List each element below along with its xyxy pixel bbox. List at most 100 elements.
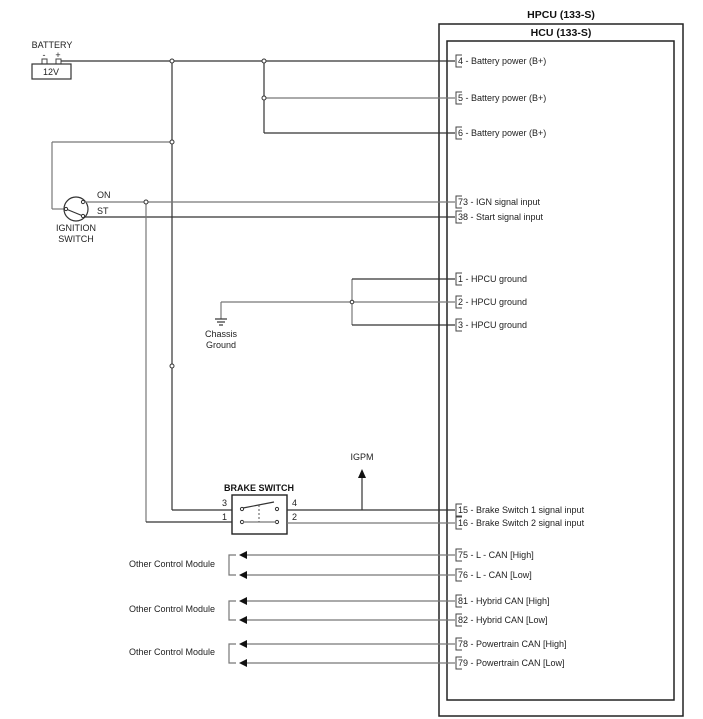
pin-row: 79 - Powertrain CAN [Low] <box>455 656 565 670</box>
pin-connector-icon <box>455 272 462 286</box>
pin-list: 4 - Battery power (B+)5 - Battery power … <box>455 54 585 670</box>
pin-row: 1 - HPCU ground <box>455 272 527 286</box>
pin-connector-icon <box>455 568 462 582</box>
pin-label: 75 - L - CAN [High] <box>458 550 534 560</box>
pin-connector-icon <box>455 637 462 651</box>
pin-label: 15 - Brake Switch 1 signal input <box>458 505 585 515</box>
pin-label: 16 - Brake Switch 2 signal input <box>458 518 585 528</box>
brake-pin3-label: 3 <box>222 498 227 508</box>
pin-label: 3 - HPCU ground <box>458 320 527 330</box>
pin-description: - Start signal input <box>468 212 544 222</box>
pin-connector-icon <box>455 210 462 224</box>
pin-connector-icon <box>455 503 462 517</box>
other-control-module-label: Other Control Module <box>129 604 215 614</box>
pin-number: 81 <box>458 596 468 606</box>
hcu-module-box <box>446 40 675 701</box>
ignition-switch-label-1: IGNITION <box>56 223 96 233</box>
ign-on-label: ON <box>97 190 111 200</box>
chassis-ground-label-1: Chassis <box>205 329 238 339</box>
pin-connector-icon <box>455 295 462 309</box>
battery-voltage: 12V <box>43 67 59 77</box>
pin-row: 38 - Start signal input <box>455 210 544 224</box>
pin-description: - HPCU ground <box>463 274 527 284</box>
pin-label: 6 - Battery power (B+) <box>458 128 546 138</box>
pin-row: 76 - L - CAN [Low] <box>455 568 532 582</box>
pin-number: 16 <box>458 518 468 528</box>
pin-label: 1 - HPCU ground <box>458 274 527 284</box>
pin-description: - Hybrid CAN [Low] <box>468 615 548 625</box>
pin-number: 76 <box>458 570 468 580</box>
brake-switch-title: BRAKE SWITCH <box>224 483 294 493</box>
ignition-switch-label-2: SWITCH <box>58 234 94 244</box>
junction-dot <box>143 199 149 205</box>
pin-row: 4 - Battery power (B+) <box>455 54 546 68</box>
pin-row: 3 - HPCU ground <box>455 318 527 332</box>
pin-description: - HPCU ground <box>463 297 527 307</box>
pin-label: 73 - IGN signal input <box>458 197 541 207</box>
ignition-switch-symbol <box>63 196 89 222</box>
brake-switch-box <box>231 494 288 535</box>
pin-number: 75 <box>458 550 468 560</box>
pin-label: 2 - HPCU ground <box>458 297 527 307</box>
pin-row: 16 - Brake Switch 2 signal input <box>455 516 585 530</box>
pin-connector-icon <box>455 91 462 105</box>
hcu-title: HCU (133-S) <box>531 27 592 39</box>
hpcu-title: HPCU (133-S) <box>527 9 595 21</box>
pin-label: 38 - Start signal input <box>458 212 544 222</box>
pin-row: 2 - HPCU ground <box>455 295 527 309</box>
battery-label: BATTERY <box>32 40 73 50</box>
pin-label: 82 - Hybrid CAN [Low] <box>458 615 548 625</box>
pin-row: 78 - Powertrain CAN [High] <box>455 637 567 651</box>
pin-connector-icon <box>455 126 462 140</box>
pin-connector-icon <box>455 516 462 530</box>
can-group-l-can <box>228 551 455 579</box>
pin-connector-icon <box>455 613 462 627</box>
pin-label: 5 - Battery power (B+) <box>458 93 546 103</box>
can-group-powertrain <box>228 640 455 667</box>
pin-description: - Hybrid CAN [High] <box>468 596 550 606</box>
brake-pin1-label: 1 <box>222 512 227 522</box>
pin-row: 75 - L - CAN [High] <box>455 548 534 562</box>
pin-connector-icon <box>455 548 462 562</box>
pin-number: 2 <box>458 297 463 307</box>
brake-switch-contacts <box>239 501 280 525</box>
pin-description: - L - CAN [High] <box>468 550 534 560</box>
pin-description: - Battery power (B+) <box>463 56 546 66</box>
pin-label: 4 - Battery power (B+) <box>458 56 546 66</box>
pin-description: - Powertrain CAN [High] <box>468 639 567 649</box>
pin-connector-icon <box>455 656 462 670</box>
battery-pos-label: + <box>55 50 60 60</box>
igpm-label: IGPM <box>350 452 373 462</box>
pin-label: 79 - Powertrain CAN [Low] <box>458 658 565 668</box>
chassis-ground-label-2: Ground <box>206 340 236 350</box>
chassis-ground-icon <box>215 302 227 326</box>
other-control-module-label: Other Control Module <box>129 559 215 569</box>
pin-connector-icon <box>455 195 462 209</box>
junction-dot <box>261 58 267 64</box>
junction-dot <box>261 95 267 101</box>
pin-number: 6 <box>458 128 463 138</box>
pin-row: 15 - Brake Switch 1 signal input <box>455 503 585 517</box>
other-control-module-label: Other Control Module <box>129 647 215 657</box>
pin-row: 5 - Battery power (B+) <box>455 91 546 105</box>
pin-label: 81 - Hybrid CAN [High] <box>458 596 550 606</box>
pin-number: 78 <box>458 639 468 649</box>
pin-number: 4 <box>458 56 463 66</box>
can-group-hybrid <box>228 597 455 624</box>
pin-number: 1 <box>458 274 463 284</box>
battery-neg-label: - <box>43 50 46 60</box>
pin-connector-icon <box>455 54 462 68</box>
pin-row: 82 - Hybrid CAN [Low] <box>455 613 548 627</box>
pin-description: - Battery power (B+) <box>463 128 546 138</box>
pin-label: 76 - L - CAN [Low] <box>458 570 532 580</box>
brake-pin2-label: 2 <box>292 512 297 522</box>
pin-description: - Brake Switch 2 signal input <box>468 518 585 528</box>
pin-number: 79 <box>458 658 468 668</box>
pin-description: - Brake Switch 1 signal input <box>468 505 585 515</box>
pin-label: 78 - Powertrain CAN [High] <box>458 639 567 649</box>
junction-dot <box>349 299 355 305</box>
pin-description: - Battery power (B+) <box>463 93 546 103</box>
pin-number: 38 <box>458 212 468 222</box>
ign-st-label: ST <box>97 206 109 216</box>
